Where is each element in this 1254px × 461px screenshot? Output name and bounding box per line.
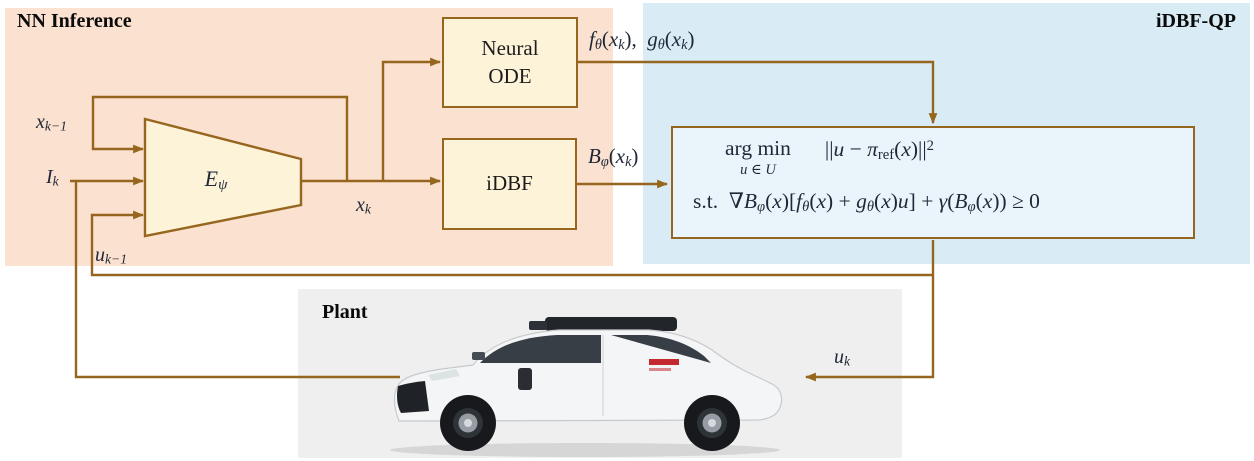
- encoder-trapezoid: [143, 117, 303, 238]
- qp-objective-row: arg min u ∈ U ||u − πref(x)||2: [673, 128, 1193, 177]
- label-u-prev: uk−1: [95, 244, 128, 267]
- argmin-operator: arg min u ∈ U: [725, 136, 791, 178]
- neural-ode-label-line2: ODE: [488, 63, 532, 88]
- neural-ode-box: Neural ODE: [442, 17, 578, 108]
- qp-objective: ||u − πref(x)||2: [824, 137, 934, 164]
- car-roof-sensor: [545, 317, 677, 331]
- encoder-label: Eψ: [204, 166, 228, 193]
- car-shadow: [390, 443, 780, 457]
- idbf-box: iDBF: [442, 138, 577, 230]
- label-fg: fθ(xk), gθ(xk): [589, 27, 695, 53]
- qp-constraint: s.t. ∇Bφ(x)[fθ(x) + gθ(x)u] + γ(Bφ(x)) ≥…: [693, 189, 1040, 215]
- car-illustration: [390, 317, 783, 457]
- car-decal-red: [649, 359, 679, 365]
- label-u-k: uk: [834, 346, 851, 369]
- car-roof-sensor-front: [529, 321, 547, 330]
- header-plant: Plant: [322, 301, 368, 323]
- car-wheel-front: [440, 395, 496, 451]
- car-mirror: [472, 352, 485, 360]
- wire-plant-feedback: [74, 180, 400, 379]
- header-nn-inference: NN Inference: [17, 10, 132, 32]
- label-i-k: Ik: [46, 166, 59, 189]
- label-x-k: xk: [356, 194, 371, 217]
- wire-xk-feedback: [91, 95, 349, 181]
- wire-fg-to-qp: [578, 60, 938, 125]
- car-headlight: [428, 369, 460, 381]
- argmin-subscript: u ∈ U: [740, 161, 776, 178]
- qp-box: arg min u ∈ U ||u − πref(x)||2 s.t. ∇Bφ(…: [671, 126, 1195, 239]
- header-idbf-qp: iDBF-QP: [1156, 10, 1236, 32]
- car-wheel-rear: [684, 395, 740, 451]
- car-decal-red-2: [649, 368, 671, 371]
- wire-xk-to-neural-ode: [381, 57, 442, 181]
- neural-ode-label-line1: Neural: [481, 36, 539, 61]
- wire-qp-to-plant: [804, 240, 935, 382]
- car-window-rear: [611, 335, 711, 363]
- idbf-label: iDBF: [486, 171, 533, 196]
- car-fender-sensor: [518, 368, 532, 390]
- car-grille: [397, 381, 429, 413]
- car-window-front: [480, 335, 601, 363]
- wire-uprev-feedback: [90, 210, 933, 277]
- label-b-phi: Bφ(xk): [588, 144, 639, 170]
- argmin-text: arg min: [725, 136, 791, 160]
- label-x-prev: xk−1: [36, 111, 67, 134]
